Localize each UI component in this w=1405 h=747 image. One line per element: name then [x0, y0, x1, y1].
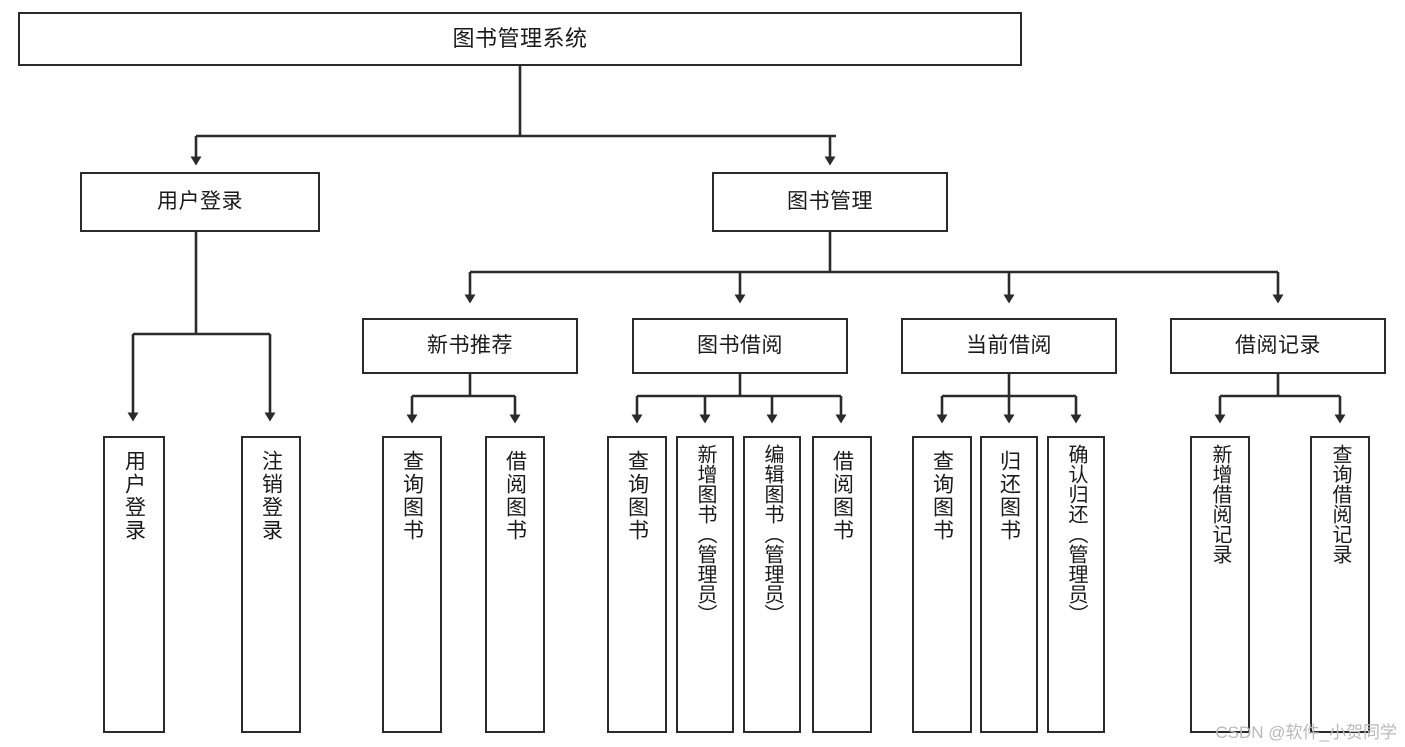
node-label: 当前借阅 [966, 334, 1052, 358]
node-borrowing-record[interactable]: 借阅记录 [1170, 318, 1386, 374]
node-label: 图书借阅 [697, 334, 783, 358]
node-label: 用户登录 [157, 190, 243, 214]
leaf-record-query-borrow-record[interactable]: 查询借阅记录 [1310, 436, 1370, 733]
node-label: 图书管理系统 [452, 25, 588, 51]
node-label: 借阅图书 [503, 450, 527, 542]
node-label: 新增借阅记录 [1209, 444, 1231, 564]
node-label: 查询图书 [625, 450, 649, 542]
leaf-current-return-book[interactable]: 归还图书 [980, 436, 1038, 733]
leaf-borrow-add-book-admin[interactable]: 新增图书（管理员） [676, 436, 734, 733]
node-label: 用户登录 [122, 450, 146, 542]
leaf-borrow-edit-book-admin[interactable]: 编辑图书（管理员） [743, 436, 801, 733]
leaf-record-add-borrow-record[interactable]: 新增借阅记录 [1190, 436, 1250, 733]
node-label: 借阅图书 [830, 450, 854, 542]
node-root-book-management-system[interactable]: 图书管理系统 [18, 12, 1022, 66]
node-label: 新增图书（管理员） [694, 444, 716, 624]
node-label: 注销登录 [259, 450, 283, 542]
csdn-watermark: CSDN @软件_小贺同学 [1215, 723, 1397, 742]
leaf-user-login[interactable]: 用户登录 [103, 436, 165, 733]
node-label: 归还图书 [997, 450, 1021, 542]
node-label: 查询图书 [930, 450, 954, 542]
leaf-logout[interactable]: 注销登录 [241, 436, 301, 733]
node-book-borrowing[interactable]: 图书借阅 [632, 318, 848, 374]
leaf-current-confirm-return-admin[interactable]: 确认归还（管理员） [1047, 436, 1105, 733]
leaf-current-query-book[interactable]: 查询图书 [912, 436, 972, 733]
node-new-book-recommendation[interactable]: 新书推荐 [362, 318, 578, 374]
node-label: 图书管理 [787, 190, 873, 214]
leaf-borrow-query-book[interactable]: 查询图书 [607, 436, 667, 733]
leaf-borrow-borrow-book[interactable]: 借阅图书 [812, 436, 872, 733]
leaf-rec-borrow-book[interactable]: 借阅图书 [485, 436, 545, 733]
node-book-management[interactable]: 图书管理 [712, 172, 948, 232]
node-label: 借阅记录 [1235, 334, 1321, 358]
node-label: 查询借阅记录 [1329, 444, 1351, 564]
node-label: 编辑图书（管理员） [761, 444, 783, 624]
leaf-rec-query-book[interactable]: 查询图书 [382, 436, 442, 733]
node-label: 查询图书 [400, 450, 424, 542]
node-label: 新书推荐 [427, 334, 513, 358]
node-user-login[interactable]: 用户登录 [80, 172, 320, 232]
node-label: 确认归还（管理员） [1065, 444, 1087, 624]
node-current-borrowing[interactable]: 当前借阅 [901, 318, 1117, 374]
